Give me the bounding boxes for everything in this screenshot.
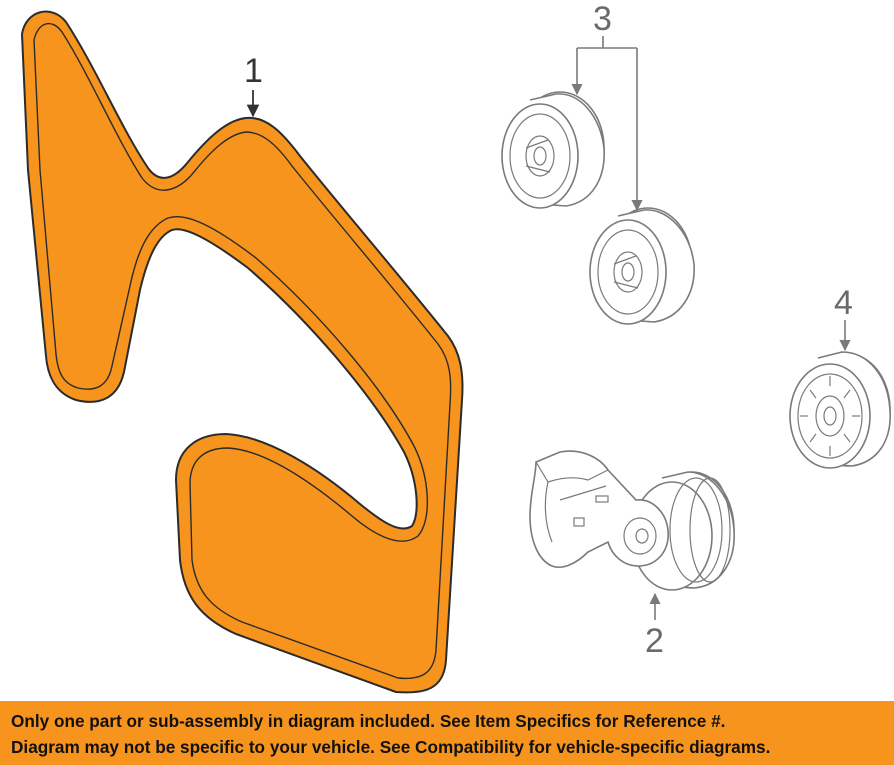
pulley-spokes	[800, 376, 860, 456]
parts-diagram: 1 3	[21, 0, 891, 694]
serpentine-belt	[21, 10, 464, 694]
idler-pulley-pair	[501, 91, 695, 325]
callout-2: 2	[645, 592, 664, 660]
callout-4-label: 4	[834, 284, 853, 322]
callout-2-label: 2	[645, 622, 664, 660]
disclaimer-banner: Only one part or sub-assembly in diagram…	[0, 701, 894, 765]
belt-outer	[21, 10, 464, 694]
idler-pulley-lower	[589, 207, 695, 325]
callout-1-label: 1	[244, 52, 263, 90]
belt-tensioner	[529, 450, 735, 591]
belt-inner-rib	[33, 22, 452, 680]
disclaimer-line-2: Diagram may not be specific to your vehi…	[11, 737, 771, 757]
disclaimer-line-1: Only one part or sub-assembly in diagram…	[11, 711, 726, 731]
callout-3: 3	[571, 0, 643, 212]
callout-3-label: 3	[593, 0, 612, 38]
idler-pulley-upper	[501, 91, 605, 209]
callout-1: 1	[244, 52, 263, 118]
idler-pulley	[789, 351, 891, 469]
callout-4: 4	[834, 284, 853, 352]
